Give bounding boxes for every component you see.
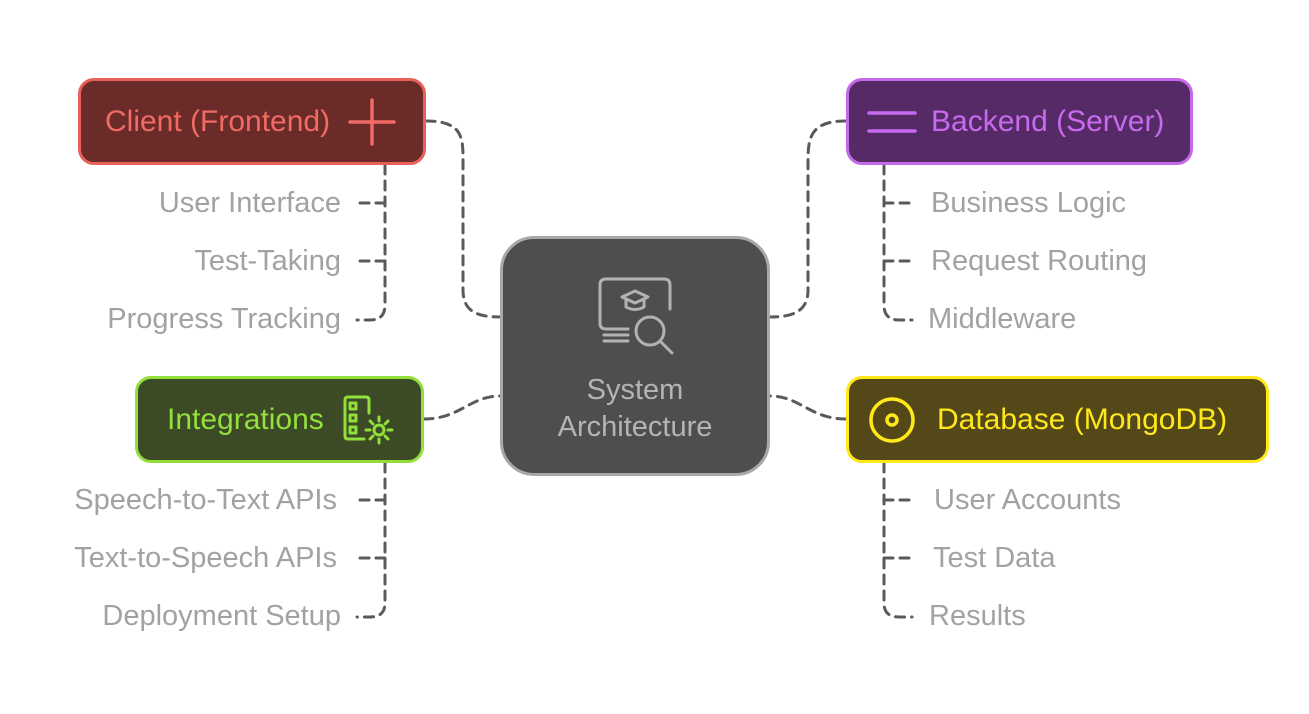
database-item-user-accounts: User Accounts bbox=[934, 484, 1121, 516]
backend-item-business-logic: Business Logic bbox=[931, 187, 1127, 219]
backend-server-node: Backend (Server) bbox=[846, 78, 1193, 165]
database-mongodb-node: Database (MongoDB) bbox=[846, 376, 1269, 463]
integrations-item-text-to-speech: Text-to-Speech APIs bbox=[74, 542, 337, 574]
center-title-line-2: Architecture bbox=[557, 411, 713, 443]
connector-center-database bbox=[768, 394, 848, 421]
connector-center-backend bbox=[768, 119, 848, 319]
integrations-label: Integrations bbox=[167, 402, 324, 436]
client-frontend-label: Client (Frontend) bbox=[105, 104, 331, 138]
database-item-test-data: Test Data bbox=[933, 542, 1056, 574]
connector-client-trunk bbox=[355, 163, 387, 322]
plus-icon bbox=[348, 97, 396, 146]
document-gear-icon bbox=[342, 395, 394, 445]
connector-backend-trunk bbox=[882, 163, 914, 322]
backend-item-middleware: Middleware bbox=[928, 303, 1077, 335]
integrations-item-speech-to-text: Speech-to-Text APIs bbox=[74, 484, 337, 516]
menu-lines-icon bbox=[867, 107, 917, 137]
backend-item-request-routing: Request Routing bbox=[931, 245, 1148, 277]
integrations-node: Integrations bbox=[135, 376, 424, 463]
connector-center-client bbox=[424, 119, 502, 319]
connector-integrations-trunk bbox=[355, 461, 387, 619]
target-circle-icon bbox=[867, 395, 917, 445]
education-search-icon bbox=[594, 275, 676, 362]
center-node: System Architecture bbox=[500, 236, 770, 476]
integrations-item-deployment-setup: Deployment Setup bbox=[102, 600, 341, 632]
client-item-test-taking: Test-Taking bbox=[194, 245, 341, 277]
center-title-line-1: System bbox=[586, 374, 684, 406]
client-item-user-interface: User Interface bbox=[158, 187, 341, 219]
database-mongodb-label: Database (MongoDB) bbox=[937, 402, 1228, 436]
connector-database-trunk bbox=[882, 461, 914, 619]
center-title: System Architecture bbox=[558, 372, 713, 446]
client-frontend-node: Client (Frontend) bbox=[78, 78, 426, 165]
backend-server-label: Backend (Server) bbox=[931, 104, 1165, 138]
connector-center-integrations bbox=[422, 394, 502, 421]
database-item-results: Results bbox=[929, 600, 1026, 632]
client-item-progress-tracking: Progress Tracking bbox=[107, 303, 341, 335]
